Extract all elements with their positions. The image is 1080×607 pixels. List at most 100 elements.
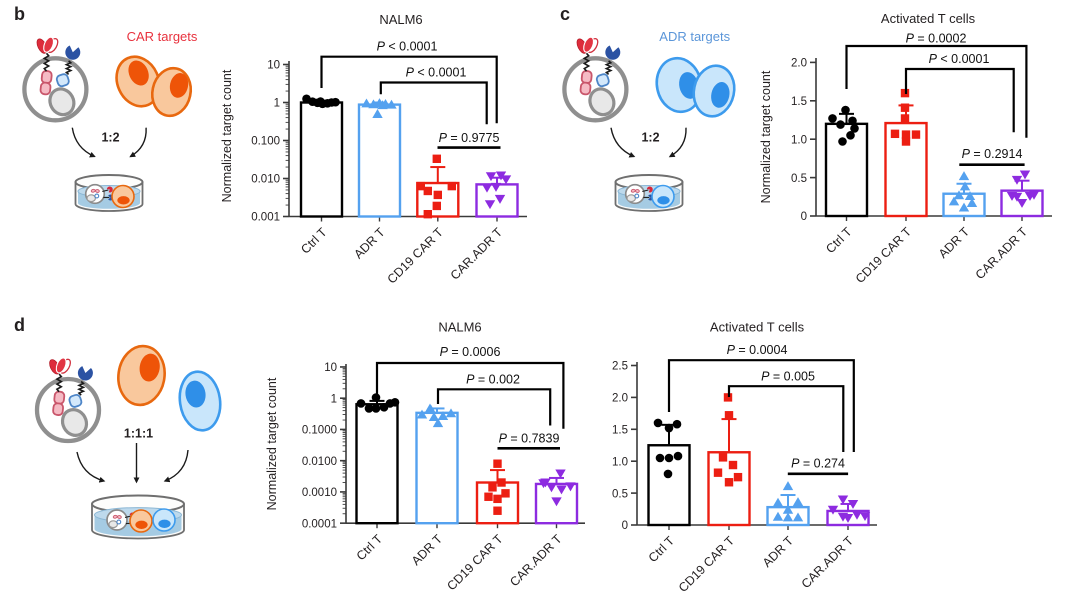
scatter-point [948,196,960,206]
scatter-point [900,103,910,112]
mini-t-cell-nucleus [86,194,96,203]
scatter-point [316,97,325,106]
scatter-point [432,418,444,428]
scatter-point [827,505,839,515]
y-tick-label: 0.100 [251,136,280,148]
mini-binder-red [106,186,113,193]
scatter-point [538,479,549,489]
scatter-point [792,512,804,522]
scatter-point [792,497,804,507]
y-axis-title: Normalized target count [265,377,279,510]
y-axis-title: Normalized target count [759,70,773,203]
y-tick-label: 1.5 [612,425,628,437]
receptor-stalk-zigzag [77,380,86,396]
adr-binder-blue [77,366,93,381]
scatter-point [901,137,911,146]
sig-bracket: P = 0.0006 [375,345,565,429]
x-category-label: CAR.ADR T [799,533,857,591]
ratio-label: 1:2 [641,131,659,145]
sig-bracket: P = 0.0002 [845,32,1028,138]
panel-label-d: d [14,315,25,335]
car-binder-red [576,36,599,54]
p-value-label: P < 0.0001 [377,40,438,54]
scatter-point [500,175,512,185]
scatter-point [859,512,871,521]
scatter-point [390,397,400,407]
mini-cell-nucleus [158,519,171,528]
scatter-point [416,409,428,419]
x-category-label: Ctrl T [354,532,386,564]
mini-orange-cell [129,509,153,533]
y-tick-label: 0 [801,211,807,223]
y-axis-title: Normalized target count [220,69,234,202]
scatter-point [488,483,497,492]
mini-cell-nucleus [135,520,148,529]
p-value-label: P = 0.274 [791,457,845,471]
x-category-label: ADR T [936,224,973,261]
scatter-point [1019,170,1031,180]
scatter-point [437,411,449,420]
scatter-point [911,130,921,139]
mini-t-cell-nucleus [626,194,636,203]
scatter-point [901,130,911,139]
scatter-point [847,499,859,509]
p-value-label: P = 0.005 [761,370,815,384]
bar-group-ctrl-t: Ctrl T [646,418,691,565]
scatter-point [356,399,366,408]
sig-line: P = 0.7839 [497,432,560,450]
scatter-point [724,411,734,420]
scatter-point [836,120,845,129]
chart-title: NALM6 [379,12,422,27]
scatter-point [447,181,456,191]
scatter-point [423,186,432,196]
car-domain-pink [52,402,64,416]
x-category-label: CAR.ADR T [448,225,506,283]
x-category-label: CD19 CAR T [676,533,738,595]
scatter-point [966,198,978,207]
chart-title: Activated T cells [881,11,976,26]
scatter-point [425,404,437,414]
scatter-point [497,478,506,487]
y-tick-label: 1.5 [791,96,807,108]
scatter-point [841,105,850,115]
x-category-label: Ctrl T [823,224,855,256]
mini-cell-nucleus [657,196,670,205]
scatter-point [555,469,566,479]
bracket-path [727,385,845,452]
target-cell-nucleus [185,380,206,408]
sig-bracket: P < 0.0001 [904,52,1015,133]
scatter-point [433,190,442,200]
scatter-point [371,404,381,413]
y-tick-label: 0.0010 [302,487,337,499]
bar-group-ctrl-t: Ctrl T [298,94,344,257]
sig-bracket: P = 0.0004 [667,343,855,452]
scatter-point [377,100,388,110]
mix-arrow-right [163,449,189,483]
p-value-label: P = 0.2914 [962,147,1023,161]
scatter-point [848,116,857,126]
scatter-point [481,183,493,193]
scatter-point [672,419,682,429]
panel-label-b: b [14,4,25,24]
scatter-point [953,190,965,200]
bracket-path [904,67,1015,133]
y-tick-label: 10 [267,60,280,72]
mini-domain [112,514,118,519]
y-tick-label: 0.0001 [302,518,337,530]
scatter-point [664,453,674,463]
bar [415,411,459,525]
orange-target-cell [150,66,193,118]
scatter-point [372,109,383,118]
bar-group-adr-t: ADR T [936,171,986,261]
sig-line: P = 0.274 [787,457,849,476]
adr-domain-blue [68,393,83,408]
mini-domain [635,189,640,193]
car-domain-pink [40,70,53,84]
scatter-point [782,504,794,514]
x-category-label: CD19 CAR T [444,532,506,594]
p-value-label: P < 0.0001 [406,66,467,80]
x-category-label: Ctrl T [298,225,330,257]
